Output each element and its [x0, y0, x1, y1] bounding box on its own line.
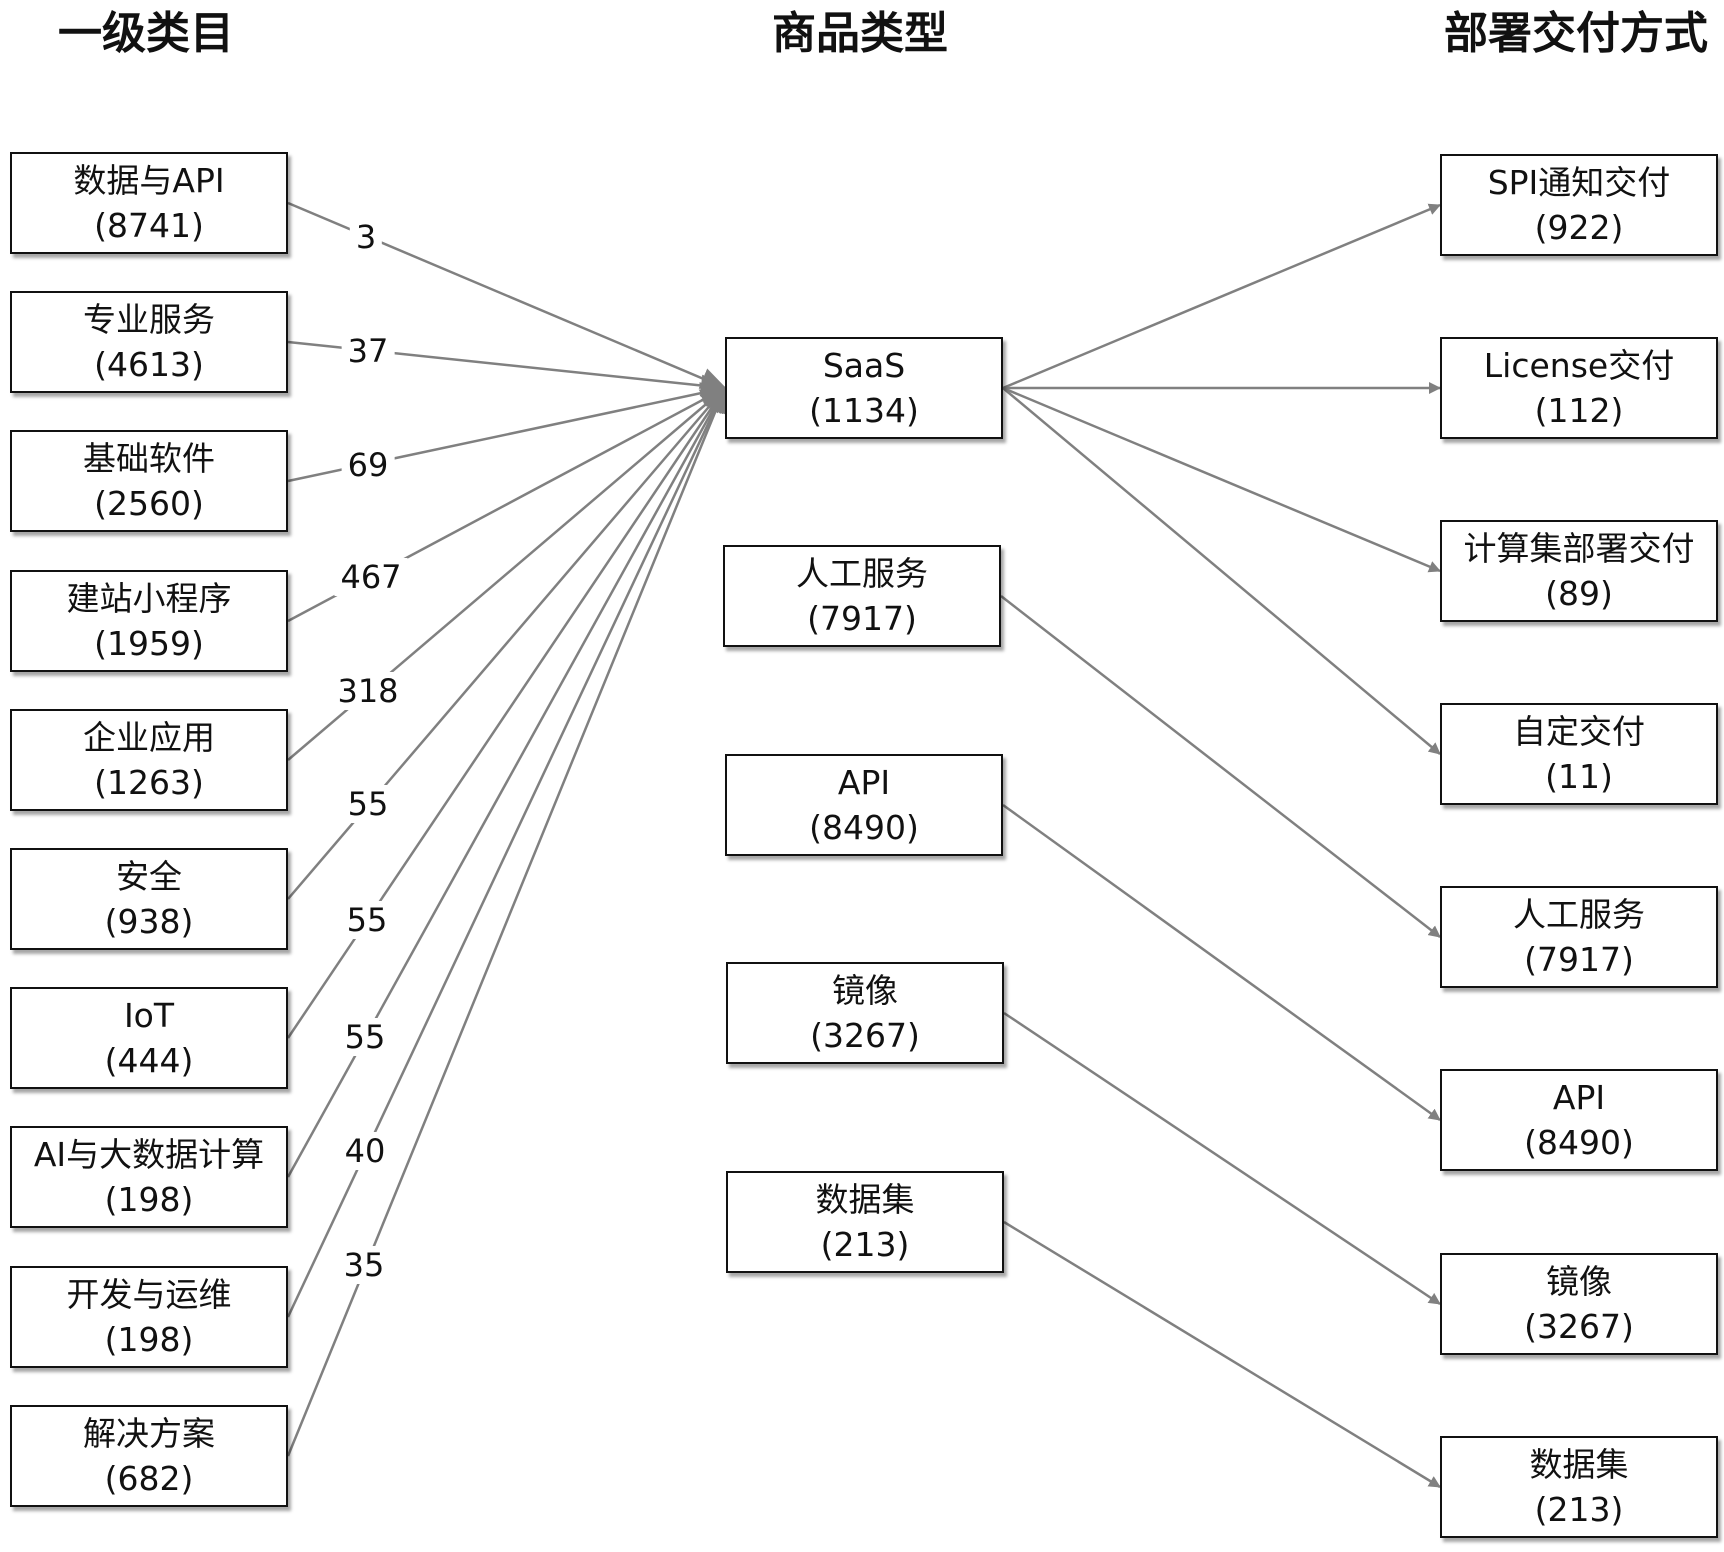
node-count: (198) — [104, 1320, 194, 1359]
node-count: (7917) — [807, 599, 917, 638]
node-count: (3267) — [810, 1016, 920, 1055]
node-name: 镜像 — [832, 971, 898, 1010]
edge-label: 40 — [338, 1132, 392, 1170]
node-count: (7917) — [1524, 940, 1634, 979]
edge-line — [1002, 387, 1441, 755]
category-node-data-api[interactable]: 数据与API (8741) — [10, 152, 288, 254]
edge-line — [1003, 1011, 1441, 1306]
node-name: 企业应用 — [83, 718, 215, 757]
type-node-image[interactable]: 镜像 (3267) — [726, 962, 1004, 1064]
edge-line — [1003, 1220, 1441, 1489]
node-name: 人工服务 — [796, 554, 928, 593]
node-count: (11) — [1545, 757, 1613, 796]
node-count: (213) — [820, 1225, 910, 1264]
category-node-site-miniprogram[interactable]: 建站小程序 (1959) — [10, 570, 288, 672]
node-name: 人工服务 — [1513, 895, 1645, 934]
edge-label: 467 — [334, 558, 408, 596]
delivery-node-image[interactable]: 镜像 (3267) — [1440, 1253, 1718, 1355]
node-name: 专业服务 — [83, 300, 215, 339]
node-count: (8490) — [1524, 1123, 1634, 1162]
delivery-node-compute-cluster[interactable]: 计算集部署交付 (89) — [1440, 520, 1718, 622]
header-categories: 一级类目 — [58, 8, 234, 59]
node-name: 镜像 — [1546, 1262, 1612, 1301]
edge-label: 55 — [341, 785, 395, 823]
edge-label: 318 — [331, 672, 405, 710]
node-count: (8741) — [94, 206, 204, 245]
node-count: (112) — [1534, 391, 1624, 430]
delivery-node-spi-notify[interactable]: SPI通知交付 (922) — [1440, 154, 1718, 256]
category-node-enterprise-apps[interactable]: 企业应用 (1263) — [10, 709, 288, 811]
node-name: 基础软件 — [83, 439, 215, 478]
node-count: (1134) — [809, 391, 919, 430]
edge-line — [1002, 803, 1441, 1122]
category-node-solutions[interactable]: 解决方案 (682) — [10, 1405, 288, 1507]
node-name: AI与大数据计算 — [33, 1135, 265, 1174]
node-count: (213) — [1534, 1490, 1624, 1529]
edge-line — [1000, 595, 1441, 938]
node-count: (922) — [1534, 208, 1624, 247]
node-name: 数据集 — [815, 1180, 915, 1219]
node-name: 数据集 — [1529, 1445, 1629, 1484]
type-node-api[interactable]: API (8490) — [725, 754, 1003, 856]
edge-line — [1002, 203, 1441, 390]
node-count: (682) — [104, 1459, 194, 1498]
category-node-professional-services[interactable]: 专业服务 (4613) — [10, 291, 288, 393]
header-delivery: 部署交付方式 — [1444, 8, 1708, 59]
delivery-node-api[interactable]: API (8490) — [1440, 1069, 1718, 1171]
edge-line — [286, 386, 727, 1318]
node-count: (1263) — [94, 763, 204, 802]
node-count: (3267) — [1524, 1307, 1634, 1346]
type-node-saas[interactable]: SaaS (1134) — [725, 337, 1003, 439]
node-name: 计算集部署交付 — [1463, 529, 1695, 568]
node-count: (1959) — [94, 624, 204, 663]
node-count: (89) — [1545, 574, 1613, 613]
delivery-node-manual-service[interactable]: 人工服务 (7917) — [1440, 886, 1718, 988]
category-node-security[interactable]: 安全 (938) — [10, 848, 288, 950]
node-name: 建站小程序 — [66, 579, 232, 618]
node-name: 自定交付 — [1513, 712, 1645, 751]
node-name: API — [1552, 1078, 1606, 1117]
type-node-manual-service[interactable]: 人工服务 (7917) — [723, 545, 1001, 647]
node-name: SaaS — [822, 346, 906, 385]
category-node-basic-software[interactable]: 基础软件 (2560) — [10, 430, 288, 532]
node-count: (8490) — [809, 808, 919, 847]
node-name: IoT — [123, 996, 175, 1035]
node-count: (4613) — [94, 345, 204, 384]
node-name: SPI通知交付 — [1487, 163, 1671, 202]
delivery-node-license[interactable]: License交付 (112) — [1440, 337, 1718, 439]
edge-label: 37 — [341, 332, 395, 370]
node-name: API — [837, 763, 891, 802]
node-count: (198) — [104, 1180, 194, 1219]
node-count: (444) — [104, 1041, 194, 1080]
node-count: (938) — [104, 902, 194, 941]
category-node-ai-bigdata[interactable]: AI与大数据计算 (198) — [10, 1126, 288, 1228]
delivery-node-dataset[interactable]: 数据集 (213) — [1440, 1436, 1718, 1538]
type-node-dataset[interactable]: 数据集 (213) — [726, 1171, 1004, 1273]
category-node-devops[interactable]: 开发与运维 (198) — [10, 1266, 288, 1368]
type-to-delivery-edges — [1000, 203, 1441, 1489]
header-product-types: 商品类型 — [772, 8, 948, 59]
node-name: 开发与运维 — [66, 1275, 232, 1314]
delivery-node-custom[interactable]: 自定交付 (11) — [1440, 703, 1718, 805]
category-node-iot[interactable]: IoT (444) — [10, 987, 288, 1089]
edge-line — [286, 386, 727, 1039]
node-name: 解决方案 — [83, 1414, 215, 1453]
node-name: 安全 — [116, 857, 182, 896]
edge-label: 35 — [337, 1246, 391, 1284]
edge-label: 3 — [349, 218, 383, 256]
edge-label: 55 — [340, 901, 394, 939]
edge-line — [1002, 386, 1441, 573]
node-name: 数据与API — [73, 161, 225, 200]
node-name: License交付 — [1483, 346, 1675, 385]
edge-label: 69 — [341, 446, 395, 484]
edge-label: 55 — [338, 1018, 392, 1056]
edge-line — [286, 386, 727, 1178]
node-count: (2560) — [94, 484, 204, 523]
